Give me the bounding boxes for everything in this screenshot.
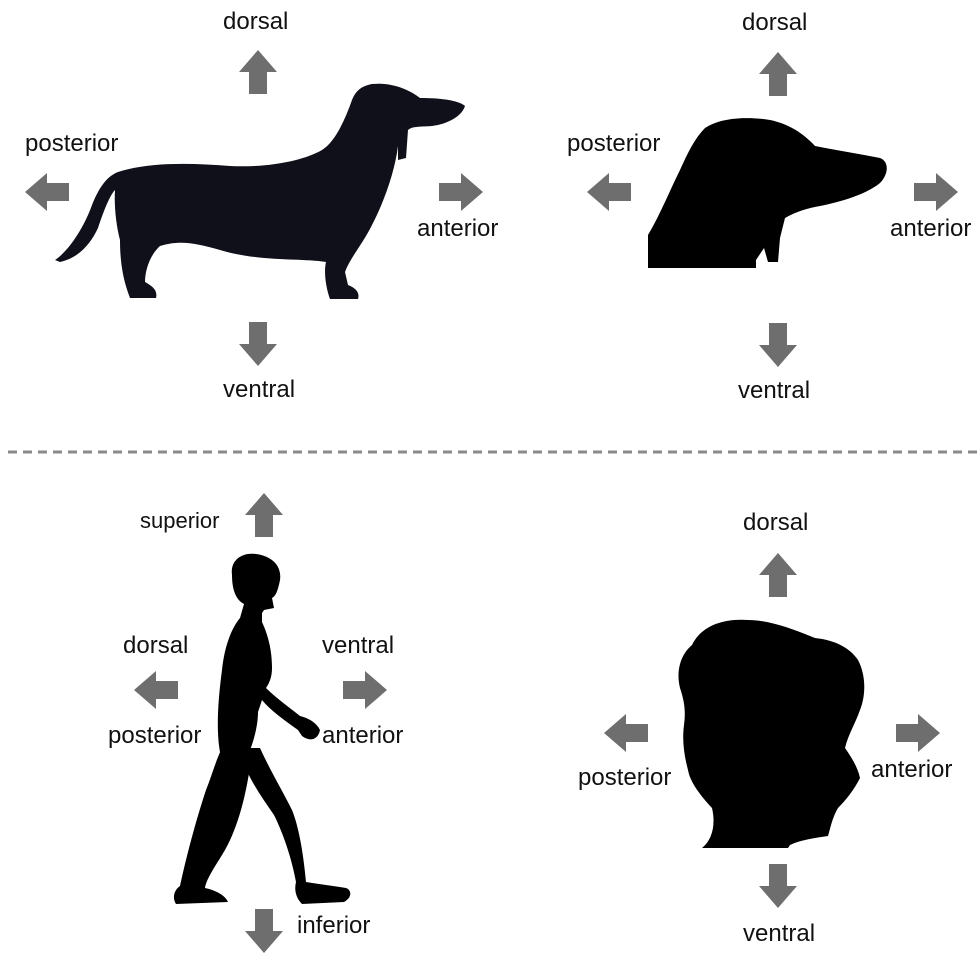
human-head-posterior-label: posterior xyxy=(578,764,671,792)
human-body-dorsal-label: dorsal xyxy=(123,632,188,660)
dog-body-posterior-label: posterior xyxy=(25,130,118,158)
human-body-superior-label: superior xyxy=(140,507,219,535)
dog-body-ventral-label: ventral xyxy=(223,376,295,404)
arrow-left-icon xyxy=(134,671,178,709)
arrow-right-icon xyxy=(914,173,958,211)
arrow-up-icon xyxy=(759,52,797,96)
dog-head-ventral-label: ventral xyxy=(738,377,810,405)
arrow-down-icon xyxy=(759,323,797,367)
dog-head-dorsal-label: dorsal xyxy=(742,9,807,37)
human-body-inferior-label: inferior xyxy=(297,912,370,940)
arrow-left-icon xyxy=(25,173,69,211)
dog-body-dorsal-label: dorsal xyxy=(223,8,288,36)
dog-head-silhouette xyxy=(648,118,887,268)
arrow-left-icon xyxy=(587,173,631,211)
dog-head-anterior-label: anterior xyxy=(890,215,971,243)
arrow-right-icon xyxy=(439,173,483,211)
arrow-right-icon xyxy=(896,714,940,752)
arrow-up-icon xyxy=(759,553,797,597)
human-head-ventral-label: ventral xyxy=(743,920,815,948)
dog-body-silhouette xyxy=(55,84,465,299)
dog-head-posterior-label: posterior xyxy=(567,130,660,158)
human-head-silhouette xyxy=(679,620,865,848)
human-body-anterior-label: anterior xyxy=(322,722,403,750)
arrow-down-icon xyxy=(759,864,797,908)
human-body-ventral-label: ventral xyxy=(322,632,394,660)
arrow-down-icon xyxy=(239,322,277,366)
dog-body-anterior-label: anterior xyxy=(417,215,498,243)
arrow-right-icon xyxy=(343,671,387,709)
arrow-left-icon xyxy=(604,714,648,752)
arrow-up-icon xyxy=(245,493,283,537)
human-head-anterior-label: anterior xyxy=(871,756,952,784)
human-head-dorsal-label: dorsal xyxy=(743,509,808,537)
arrow-down-icon xyxy=(245,909,283,953)
human-body-posterior-label: posterior xyxy=(108,722,201,750)
arrow-up-icon xyxy=(239,50,277,94)
